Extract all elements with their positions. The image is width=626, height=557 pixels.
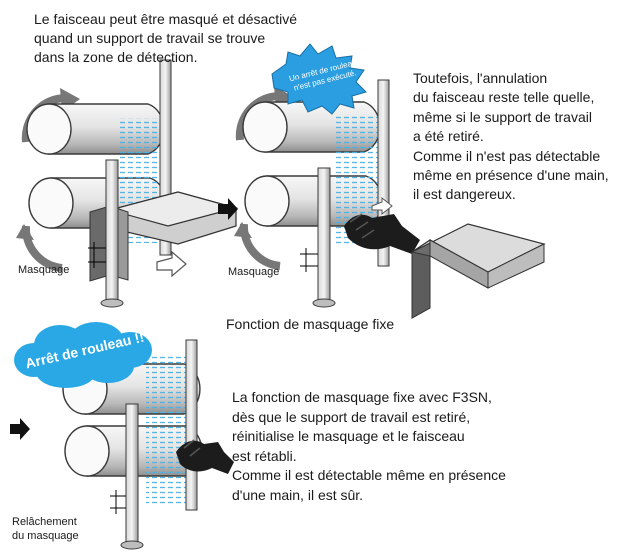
sensor-pole-front bbox=[105, 159, 119, 301]
sensor-pole-rear bbox=[159, 59, 172, 256]
hand-icon bbox=[176, 439, 234, 474]
move-arrow-icon bbox=[156, 250, 187, 278]
hand-icon bbox=[344, 213, 420, 254]
transition-arrow-icon bbox=[218, 198, 238, 220]
explanation-text: La fonction de masquage fixe avec F3SN, … bbox=[232, 389, 506, 503]
sensor-pole-front bbox=[317, 167, 331, 301]
rotation-arrow-icon bbox=[21, 225, 63, 272]
warning-text: Toutefois, l'annulation du faisceau rest… bbox=[413, 70, 609, 203]
removed-work-support bbox=[411, 223, 546, 319]
intro-text: Le faisceau peut être masqué et désactiv… bbox=[34, 11, 298, 65]
transition-arrow-icon bbox=[10, 418, 30, 440]
starburst-shape bbox=[271, 43, 367, 115]
rotation-arrow-icon bbox=[239, 223, 281, 270]
panel-2-illustration bbox=[234, 43, 420, 308]
label-masquage-left: Masquage bbox=[18, 264, 70, 276]
label-masquage-mid: Masquage bbox=[228, 266, 280, 278]
label-release-masking: Relâchement du masquage bbox=[12, 516, 79, 542]
light-beam bbox=[146, 356, 192, 504]
sensor-pole-rear bbox=[377, 79, 390, 267]
cloud-shape bbox=[14, 322, 152, 388]
panel-1-illustration bbox=[16, 59, 239, 308]
sensor-pole-front bbox=[125, 403, 139, 543]
heading-fixed-masking: Fonction de masquage fixe bbox=[226, 316, 395, 332]
panel-3-illustration bbox=[14, 322, 234, 550]
sensor-pole-rear bbox=[185, 339, 198, 511]
